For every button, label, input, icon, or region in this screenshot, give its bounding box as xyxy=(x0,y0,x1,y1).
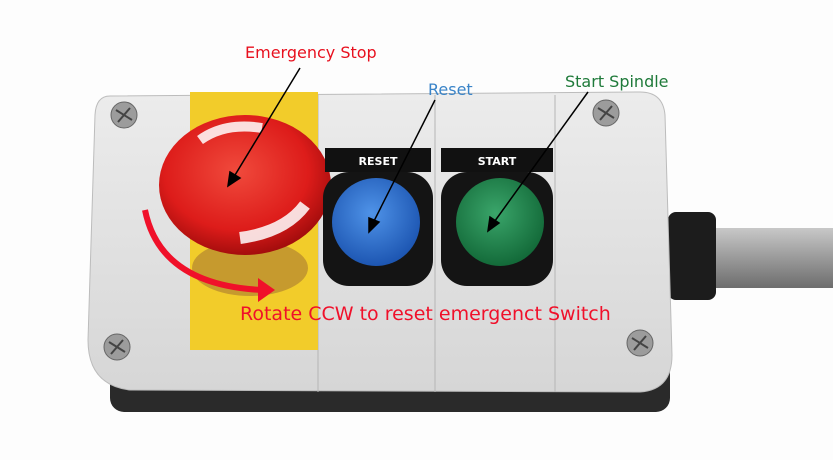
reset-plate-label: RESET xyxy=(359,155,398,168)
arrow-icon xyxy=(227,67,301,188)
emergency-stop-label: Emergency Stop xyxy=(245,43,377,62)
start-plate-label: START xyxy=(478,155,517,168)
arrow-icon xyxy=(487,91,589,233)
cable xyxy=(700,228,833,288)
reset-plate xyxy=(325,148,431,172)
start-button[interactable] xyxy=(456,178,544,266)
rotate-ccw-arrow-icon xyxy=(142,209,275,302)
start-plate xyxy=(441,148,553,172)
cable-gland xyxy=(668,212,716,300)
screw-icon xyxy=(103,333,131,361)
start-spindle-label: Start Spindle xyxy=(565,72,669,91)
rotate-ccw-hint: Rotate CCW to reset emergenct Switch xyxy=(240,303,611,325)
screw-icon xyxy=(626,329,654,357)
screw-icon xyxy=(592,99,620,127)
reset-label: Reset xyxy=(428,80,473,99)
arrow-icon xyxy=(368,99,436,234)
screw-icon xyxy=(110,101,138,129)
